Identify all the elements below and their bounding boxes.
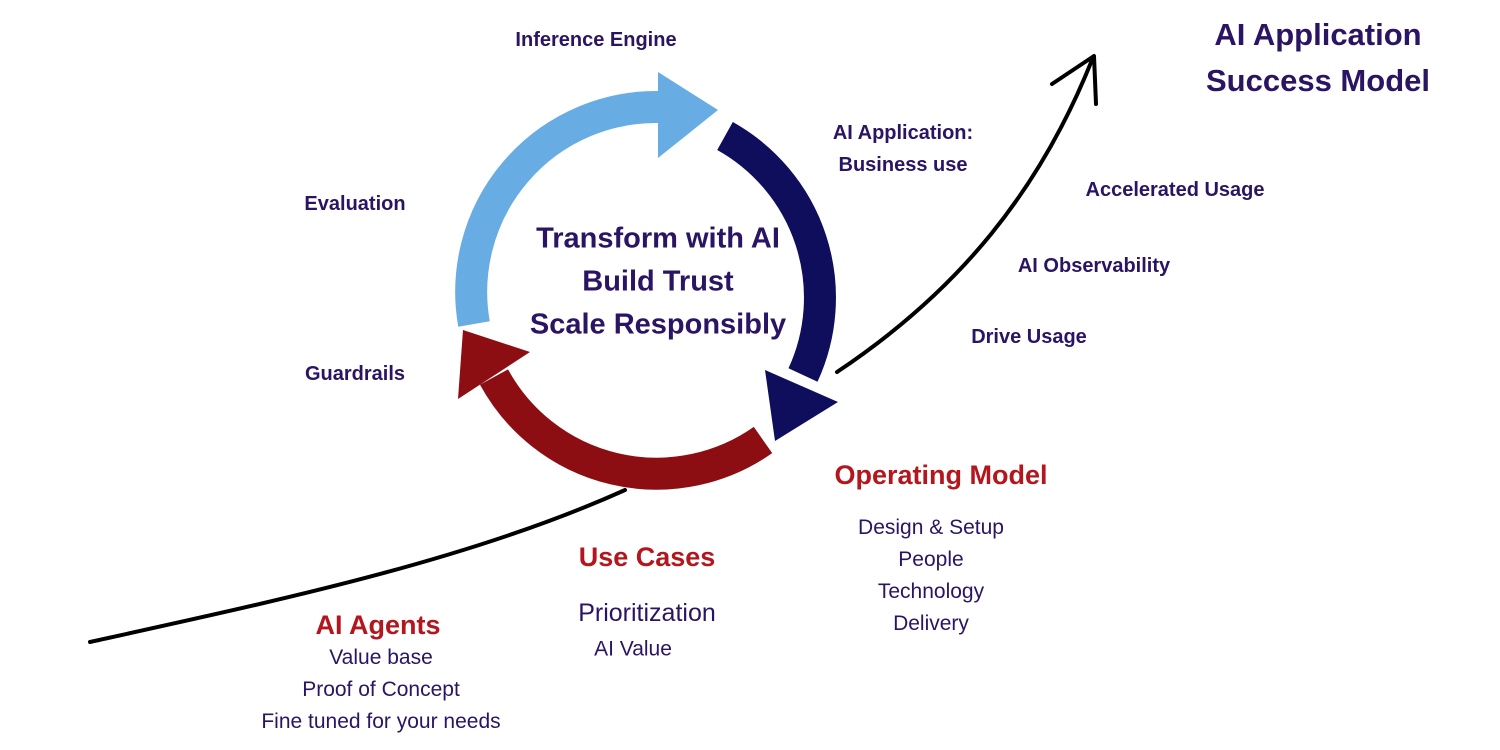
center-line3: Scale Responsibly [529,308,787,341]
center-line1: Transform with AI [536,222,780,255]
operating-model-item: People [898,548,964,571]
growth-arrowhead [1050,54,1098,106]
dark-red-arc [479,369,773,490]
operating-model-list: Design & Setup People Technology Deliver… [858,512,1004,640]
light-blue-arc [455,90,661,327]
use-cases-item-prioritization: Prioritization [578,599,716,627]
navy-arrowhead [765,370,838,441]
center-statement: Transform with AI Build Trust Scale Resp… [530,218,786,347]
ai-agents-list: Value base Proof of Concept Fine tuned f… [261,642,500,738]
label-inference-engine: Inference Engine [515,29,677,51]
operating-model-item: Delivery [893,612,969,635]
navy-arc [717,122,836,382]
label-accelerated-usage: Accelerated Usage [1085,179,1265,201]
dark-red-arrowhead [458,330,530,399]
growth-curve-upper [835,58,1094,374]
main-title-line2: Success Model [1206,63,1430,98]
ai-agents-heading: AI Agents [315,609,441,640]
main-title: AI Application Success Model [1206,12,1430,104]
label-business-use-line1: AI Application: [832,122,974,144]
use-cases-item-ai-value: AI Value [594,637,672,661]
operating-model-item: Technology [877,580,985,603]
main-title-line1: AI Application [1214,17,1422,52]
label-business-use: AI Application: Business use [833,117,973,181]
label-ai-observability: AI Observability [1017,255,1171,277]
label-evaluation: Evaluation [304,193,406,215]
ai-agents-item: Value base [329,646,433,669]
label-business-use-line2: Business use [838,154,968,176]
operating-model-item: Design & Setup [858,516,1004,539]
light-blue-arrowhead [658,72,718,158]
growth-curve-lower [88,488,627,644]
center-line2: Build Trust [582,265,734,298]
operating-model-heading: Operating Model [834,459,1048,490]
ai-agents-item: Proof of Concept [302,678,460,701]
use-cases-heading: Use Cases [578,541,716,572]
label-drive-usage: Drive Usage [971,326,1087,348]
ai-agents-item: Fine tuned for your needs [261,710,501,733]
label-guardrails: Guardrails [304,363,406,385]
